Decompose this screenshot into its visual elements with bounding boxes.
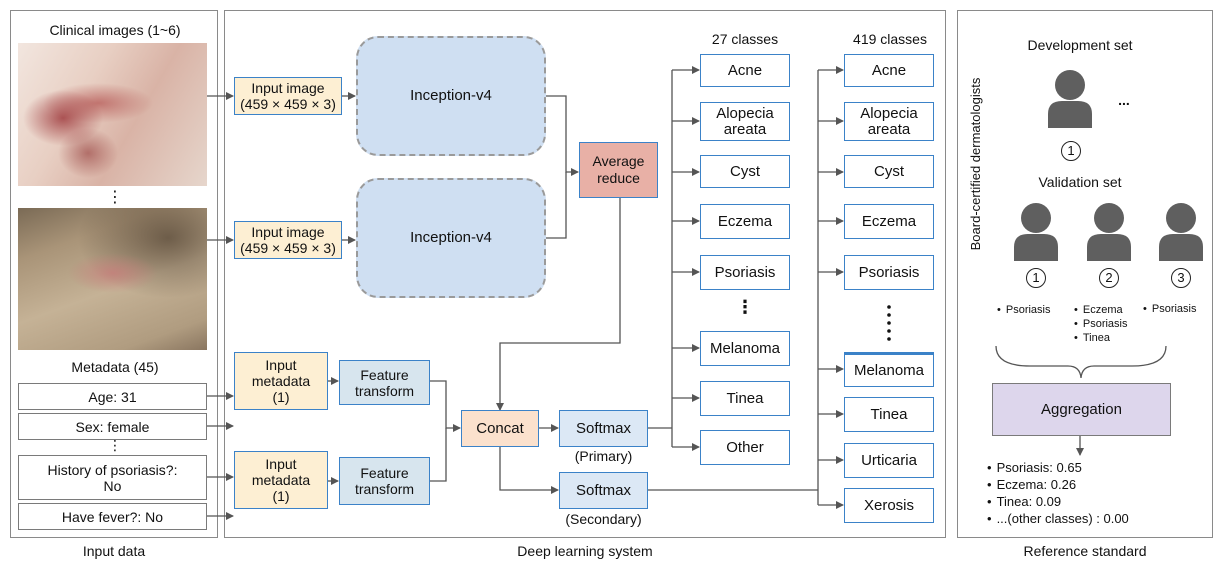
classes-419-title: 419 classes [853,31,927,47]
aggregated-results: Psoriasis: 0.65 Eczema: 0.26 Tinea: 0.09… [987,459,1129,527]
clinical-image-1 [18,43,207,186]
class419-melanoma: Melanoma [844,352,934,387]
derm1-dx-item: Psoriasis [997,303,1051,317]
class27-cyst: Cyst [700,155,790,188]
class27-melanoma: Melanoma [700,331,790,366]
softmax-secondary-caption: (Secondary) [565,511,642,527]
deep-learning-caption: Deep learning system [517,543,653,559]
average-reduce-box: Average reduce [579,142,658,198]
vertical-dots-icon [887,305,891,341]
class27-eczema: Eczema [700,204,790,239]
images-ellipsis: ⋮ [107,189,123,206]
class419-acne: Acne [844,54,934,87]
class419-xerosis: Xerosis [844,488,934,523]
class27-alopecia-areata: Alopecia areata [700,102,790,141]
class419-eczema: Eczema [844,204,934,239]
derm2-dx-item: Tinea [1074,331,1127,345]
board-certified-label: Board-certified dermatologists [968,77,983,251]
development-set-label: Development set [1027,37,1133,53]
feature-transform-box-1: Feature transform [339,360,430,405]
metadata-row-sex: Sex: female [18,413,207,440]
class27-dots: ⋮ [736,297,754,317]
val-dermatologist-2-person-icon [1087,203,1131,261]
input-metadata-box-2: Input metadata (1) [234,451,328,509]
result-item: Eczema: 0.26 [987,476,1129,493]
aggregation-box: Aggregation [992,383,1171,436]
softmax-primary-box: Softmax [559,410,648,447]
val-number-badge-1: 1 [1026,268,1046,288]
inception-v4-block-2: Inception-v4 [356,178,546,298]
class419-urticaria: Urticaria [844,443,934,478]
validation-set-label: Validation set [1038,174,1122,190]
class419-dots [844,304,934,344]
input-data-caption: Input data [82,543,146,559]
concat-box: Concat [461,410,539,447]
derm2-dx-item: Eczema [1074,303,1127,317]
input-image-box-1: Input image (459 × 459 × 3) [234,77,342,115]
metadata-row-fever: Have fever?: No [18,503,207,530]
derm2-diagnoses: Eczema Psoriasis Tinea [1074,303,1128,345]
dev-number-badge: 1 [1061,141,1081,161]
classes-27-title: 27 classes [711,31,779,47]
inception-v4-block-1: Inception-v4 [356,36,546,156]
class27-psoriasis: Psoriasis [700,255,790,290]
val-dermatologist-1-person-icon [1014,203,1058,261]
deep-learning-panel [224,10,946,538]
result-item: ...(other classes) : 0.00 [987,510,1129,527]
metadata-title: Metadata (45) [71,359,159,375]
reference-standard-panel [957,10,1213,538]
class419-cyst: Cyst [844,155,934,188]
val-number-badge-3: 3 [1171,268,1191,288]
class419-tinea: Tinea [844,397,934,432]
derm1-diagnoses: Psoriasis [997,303,1051,317]
dev-ellipsis: ... [1118,92,1130,108]
val-number-badge-2: 2 [1099,268,1119,288]
input-metadata-box-1: Input metadata (1) [234,352,328,410]
derm2-dx-item: Psoriasis [1074,317,1128,331]
class27-other: Other [700,430,790,465]
class419-alopecia-areata: Alopecia areata [844,102,934,141]
derm3-dx-item: Psoriasis [1143,302,1197,316]
clinical-image-2 [18,208,207,350]
metadata-ellipsis: ⋮ [108,437,122,453]
metadata-row-age: Age: 31 [18,383,207,410]
result-item: Tinea: 0.09 [987,493,1129,510]
derm3-diagnoses: Psoriasis [1143,302,1197,316]
metadata-row-psoriasis-history: History of psoriasis?: No [18,455,207,500]
val-dermatologist-3-person-icon [1159,203,1203,261]
softmax-primary-caption: (Primary) [574,448,633,464]
input-image-box-2: Input image (459 × 459 × 3) [234,221,342,259]
class27-acne: Acne [700,54,790,87]
dev-dermatologist-person-icon [1048,70,1092,128]
clinical-images-title: Clinical images (1~6) [49,22,181,38]
result-item: Psoriasis: 0.65 [987,459,1129,476]
feature-transform-box-2: Feature transform [339,457,430,505]
class27-tinea: Tinea [700,381,790,416]
reference-standard-caption: Reference standard [1023,543,1147,559]
class419-psoriasis: Psoriasis [844,255,934,290]
softmax-secondary-box: Softmax [559,472,648,509]
